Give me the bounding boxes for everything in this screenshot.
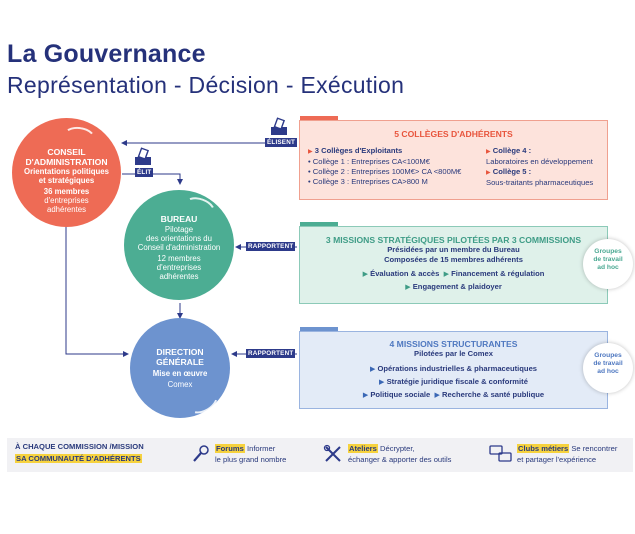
triangle-icon: ▶ (369, 366, 376, 373)
triangle-icon: ▶ (362, 392, 369, 399)
chat-bubbles-icon (489, 444, 513, 464)
bureau-sub: Pilotage (164, 224, 194, 234)
colleges-left-head: 3 Collèges d'Exploitants (314, 146, 403, 155)
triangle-icon: ▶ (434, 392, 440, 399)
panel-tab (300, 222, 338, 226)
bureau-note: adhérentes (159, 271, 199, 281)
groupes-travail-badge: Groupes de travail ad hoc (583, 239, 633, 289)
ateliers-text: Décrypter, (379, 444, 415, 453)
mission-item: Opérations industrielles & pharmaceutiqu… (377, 364, 538, 373)
missions-struct-sub: Pilotées par le Comex (414, 349, 493, 358)
conseil-sub: Orientations politiques (24, 167, 109, 177)
missions-strat-sub: Présidées par un membre du Bureau (387, 245, 520, 254)
mission-item: Politique sociale (370, 390, 431, 399)
bureau-title: BUREAU (160, 214, 198, 224)
direction-generale-circle: DIRECTION GÉNÉRALE Mise en œuvre Comex (130, 318, 230, 419)
panel-tab (300, 116, 338, 120)
clubs-text: Se rencontrer (571, 444, 618, 453)
bureau-sub: Conseil d'administration (137, 242, 221, 252)
elisent-tag: ÉLISENT (265, 138, 297, 147)
badge-text: Groupes (594, 248, 622, 255)
triangle-icon: ▶ (379, 379, 385, 386)
bullet-icon: ▶ (486, 149, 491, 155)
bullet-icon: ▶ (486, 170, 491, 176)
colleges-title: 5 COLLÈGES D'ADHÉRENTS (394, 129, 513, 139)
direction-sub: Mise en œuvre (152, 369, 208, 379)
bullet-icon: ▶ (308, 149, 313, 155)
communaute-strip: À CHAQUE COMMISSION /MISSION SA COMMUNAU… (7, 438, 633, 472)
bureau-circle: BUREAU Pilotage des orientations du Cons… (124, 190, 234, 300)
mission-item: Recherche & santé publique (442, 390, 545, 399)
triangle-icon: ▶ (405, 284, 411, 291)
missions-struct-title: 4 MISSIONS STRUCTURANTES (389, 339, 518, 349)
mission-item: Engagement & plaidoyer (412, 282, 502, 291)
missions-structurantes-panel: 4 MISSIONS STRUCTURANTES Pilotées par le… (299, 327, 608, 409)
conseil-title: CONSEIL (47, 147, 86, 157)
ateliers-text: échanger & apporter des outils (348, 455, 452, 464)
badge-text: Groupes (594, 352, 622, 359)
page-title: La Gouvernance (7, 40, 206, 68)
elit-tag: ÉLIT (135, 168, 154, 177)
groupes-travail-badge: Groupes de travail ad hoc (583, 343, 633, 393)
college-item: Collège 1 : Entreprises CA<100M€ (312, 157, 430, 166)
microphone-icon (191, 444, 211, 464)
forums-text: le plus grand nombre (215, 455, 287, 464)
mission-item: Financement & régulation (451, 269, 545, 278)
college-item: Collège 2 : Entreprises 100M€> CA <800M€ (312, 167, 462, 176)
badge-text: ad hoc (597, 264, 619, 271)
rapportent-tag: RAPPORTENT (246, 349, 296, 358)
conseil-administration-circle: CONSEIL D'ADMINISTRATION Orientations po… (12, 118, 121, 227)
ballot-box-icon (269, 116, 289, 136)
mission-item: Évaluation & accès (370, 269, 440, 278)
college-5-text: Sous-traitants pharmaceutiques (486, 178, 594, 187)
direction-title: DIRECTION (156, 347, 204, 357)
conseil-note: d'entreprises (44, 196, 89, 206)
triangle-icon: ▶ (443, 271, 449, 278)
colleges-panel: 5 COLLÈGES D'ADHÉRENTS ▶ 3 Collèges d'Ex… (299, 116, 608, 200)
ateliers-keyword: Ateliers (348, 444, 378, 453)
triangle-icon: ▶ (362, 271, 369, 278)
missions-strat-title: 3 MISSIONS STRATÉGIQUES PILOTÉES PAR 3 C… (325, 235, 582, 245)
conseil-note: adhérentes (46, 205, 86, 215)
badge-text: de travail (593, 256, 623, 263)
mission-item: Stratégie juridique fiscale & conformité (386, 377, 528, 386)
ballot-box-icon (133, 146, 153, 166)
panel-tab (300, 327, 338, 331)
forums-text: Informer (246, 444, 276, 453)
direction-title: GÉNÉRALE (156, 356, 204, 367)
college-5-head: Collège 5 : (492, 167, 532, 176)
strip-line1: À CHAQUE COMMISSION /MISSION (15, 442, 144, 451)
college-item: Collège 3 : Entreprises CA>800 M (312, 177, 428, 186)
forums-keyword: Forums (215, 444, 245, 453)
clubs-text: et partager l'expérience (517, 455, 597, 464)
badge-text: de travail (593, 360, 623, 367)
page-subtitle: Représentation - Décision - Exécution (7, 72, 405, 98)
badge-text: ad hoc (597, 368, 619, 375)
rapportent-tag: RAPPORTENT (246, 242, 296, 251)
conseil-count: 36 membres (43, 187, 90, 197)
bureau-sub: des orientations du (146, 233, 212, 243)
conseil-title: D'ADMINISTRATION (25, 156, 108, 167)
strip-line2: SA COMMUNAUTÉ D'ADHÉRENTS (15, 454, 142, 463)
tools-icon (323, 444, 343, 464)
clubs-keyword: Clubs métiers (517, 444, 570, 453)
direction-note: Comex (167, 380, 193, 390)
bureau-note: d'entreprises (156, 262, 202, 272)
conseil-sub: et stratégiques (38, 176, 95, 186)
missions-strat-sub: Composées de 15 membres adhérents (384, 255, 523, 264)
college-4-text: Laboratoires en développement (486, 157, 593, 166)
college-4-head: Collège 4 : (492, 146, 532, 155)
bureau-count: 12 membres (157, 253, 201, 263)
missions-strategiques-panel: 3 MISSIONS STRATÉGIQUES PILOTÉES PAR 3 C… (299, 222, 608, 304)
